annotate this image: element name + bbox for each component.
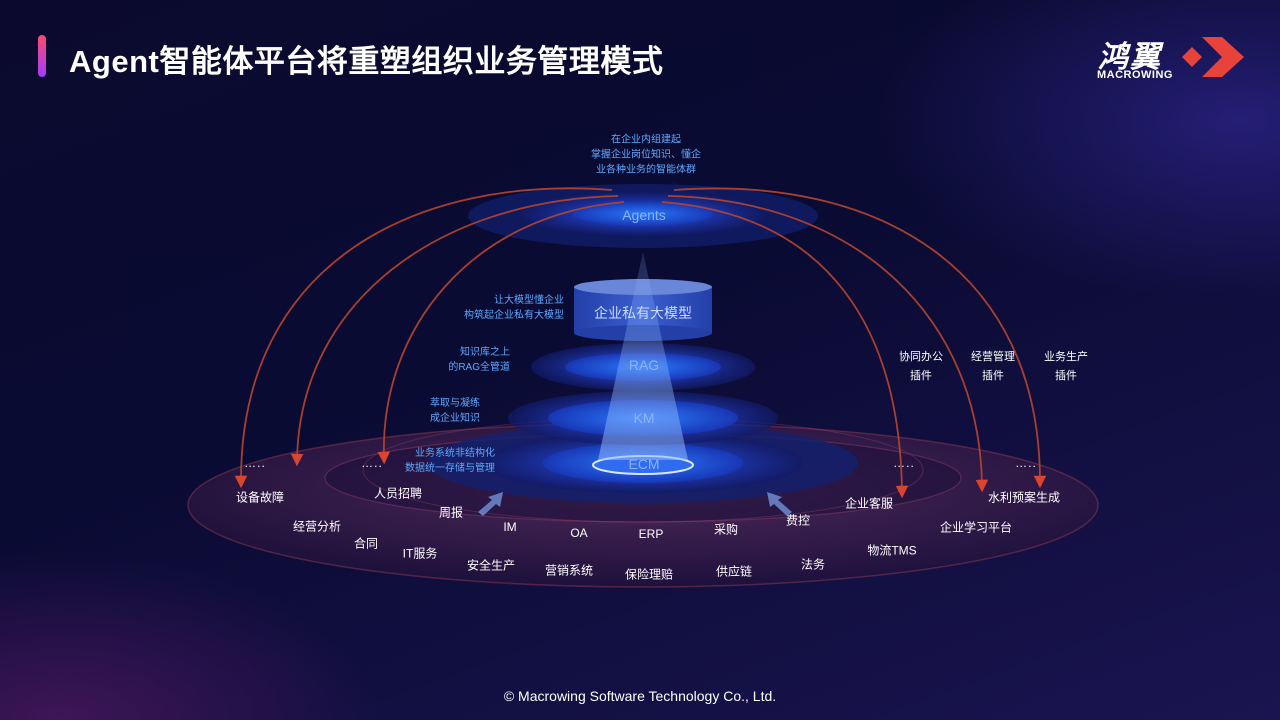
app-customer-service: 企业客服 xyxy=(844,496,894,511)
app-erp: ERP xyxy=(638,527,664,541)
app-device-fault: 设备故障 xyxy=(235,490,285,505)
app-supply-chain: 供应链 xyxy=(715,564,753,579)
platform-arrow-left-icon xyxy=(478,492,503,516)
arc-arrow-learning xyxy=(667,195,989,493)
app-im: IM xyxy=(503,520,517,534)
llm-description: 让大模型懂企业 构筑起企业私有大模型 xyxy=(464,295,564,321)
logo-chinese-text: 鸿翼 xyxy=(1098,41,1162,74)
plugin-production: 业务生产插件 xyxy=(1044,351,1088,382)
plugin-management: 经营管理插件 xyxy=(971,351,1015,382)
title-accent-bar xyxy=(38,35,46,77)
arc-arrow-device-fault xyxy=(234,187,613,489)
arc-arrow-water-plan xyxy=(673,187,1047,489)
copyright-footer: © Macrowing Software Technology Co., Ltd… xyxy=(503,688,777,704)
app-contract: 合同 xyxy=(353,536,379,551)
ellipsis-right-inner: ….. xyxy=(893,456,915,470)
app-procurement: 采购 xyxy=(713,522,739,537)
logo-english-text: MACROWING xyxy=(1097,69,1173,81)
app-logistics: 物流TMS xyxy=(867,543,917,558)
app-weekly-report: 周报 xyxy=(438,505,464,520)
ellipsis-left-outer: ….. xyxy=(244,456,266,470)
ecm-layer-label: ECM xyxy=(628,456,660,472)
ellipsis-left-inner: ….. xyxy=(361,456,383,470)
page-title: Agent智能体平台将重塑组织业务管理模式 xyxy=(69,44,664,79)
app-safety: 安全生产 xyxy=(466,558,516,573)
app-oa: OA xyxy=(570,526,588,540)
ellipsis-right-outer: ….. xyxy=(1015,456,1037,470)
app-water-plan: 水利预案生成 xyxy=(987,490,1061,505)
arc-arrow-recruitment xyxy=(377,201,625,465)
rag-layer-label: RAG xyxy=(628,357,660,373)
app-recruitment: 人员招聘 xyxy=(373,486,423,501)
agents-layer-label: Agents xyxy=(622,207,666,223)
app-it-service: IT服务 xyxy=(402,546,438,561)
app-insurance: 保险理赔 xyxy=(624,567,674,582)
agents-description: 在企业内组建起 掌握企业岗位知识、懂企 业各种业务的智能体群 xyxy=(591,134,701,176)
logo-chevron-icon xyxy=(1182,37,1244,77)
app-legal: 法务 xyxy=(800,557,826,572)
app-business-analysis: 经营分析 xyxy=(292,519,342,534)
plugin-collaboration: 协同办公插件 xyxy=(899,351,943,382)
rag-description: 知识库之上 的RAG全管道 xyxy=(448,347,510,373)
agents-disc xyxy=(468,184,818,248)
km-layer-label: KM xyxy=(633,410,655,426)
ecm-disc xyxy=(428,423,858,503)
arc-arrow-customer-service xyxy=(661,201,909,499)
km-description: 萃取与凝练 成企业知识 xyxy=(430,398,480,424)
light-beam xyxy=(598,252,688,460)
ecm-description: 业务系统非结构化 数据统一存储与管理 xyxy=(405,448,495,474)
brand-logo: 鸿翼 MACROWING xyxy=(1094,32,1246,84)
llm-layer-label: 企业私有大模型 xyxy=(594,305,692,321)
app-marketing: 营销系统 xyxy=(544,563,594,578)
arc-arrow-business-analysis xyxy=(290,195,619,467)
platform-arrow-right-icon xyxy=(767,492,792,516)
app-expense: 费控 xyxy=(785,513,811,528)
app-learning: 企业学习平台 xyxy=(939,520,1013,535)
